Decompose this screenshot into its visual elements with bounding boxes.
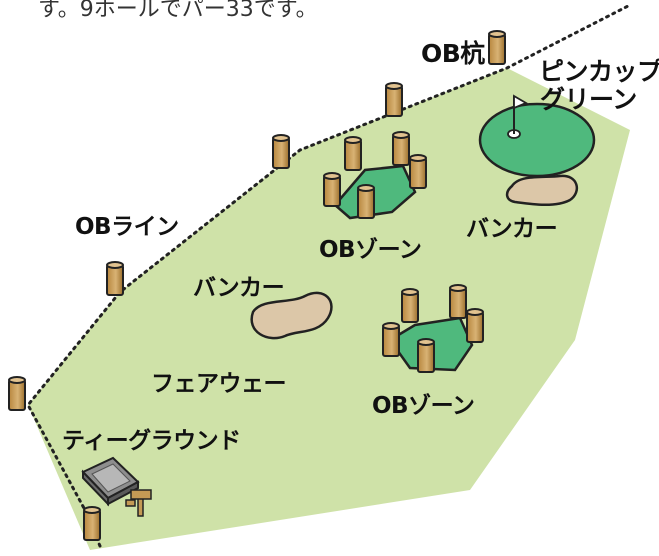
- ob-stake: [272, 134, 290, 169]
- bunker-left-label: バンカー: [193, 275, 285, 301]
- ob-zone-lower-label: OBゾーン: [372, 393, 475, 419]
- bunker-right-label: バンカー: [466, 216, 558, 242]
- tee-marker: [125, 489, 152, 517]
- ob-zone-upper-stake: [409, 154, 427, 189]
- tee-box: [81, 456, 140, 507]
- ob-zone-lower-stake: [401, 288, 419, 323]
- green-label: グリーン: [540, 85, 637, 114]
- ob-zone-upper-stake: [323, 172, 341, 207]
- teeing-ground-label: ティーグラウンド: [62, 428, 241, 454]
- ob-zone-lower-stake: [466, 308, 484, 343]
- bunker-right: [505, 174, 579, 206]
- fairway-label: フェアウェー: [151, 371, 287, 397]
- ob-stake: [106, 261, 124, 296]
- caption-text: す。9ホールでパー33です。: [38, 0, 318, 22]
- ob-stake: [83, 506, 101, 541]
- bunker-left: [250, 291, 333, 340]
- ob-zone-upper-stake: [392, 131, 410, 166]
- ob-stake: [385, 82, 403, 117]
- ob-stake: [8, 376, 26, 411]
- ob-stake-label: OB杭: [421, 39, 485, 68]
- ob-zone-lower-stake: [449, 284, 467, 319]
- ob-zone-upper: [333, 164, 417, 220]
- flag: [513, 94, 529, 110]
- ob-zone-upper-label: OBゾーン: [319, 237, 422, 263]
- ob-stake-top: [488, 30, 506, 65]
- ob-line-label: OBライン: [75, 214, 179, 240]
- ob-zone-upper-stake: [344, 136, 362, 171]
- ob-zone-upper-stake: [357, 184, 375, 219]
- ob-zone-lower-stake: [382, 322, 400, 357]
- pin-cup-label: ピンカップ: [539, 57, 659, 86]
- ob-zone-lower-stake: [417, 338, 435, 373]
